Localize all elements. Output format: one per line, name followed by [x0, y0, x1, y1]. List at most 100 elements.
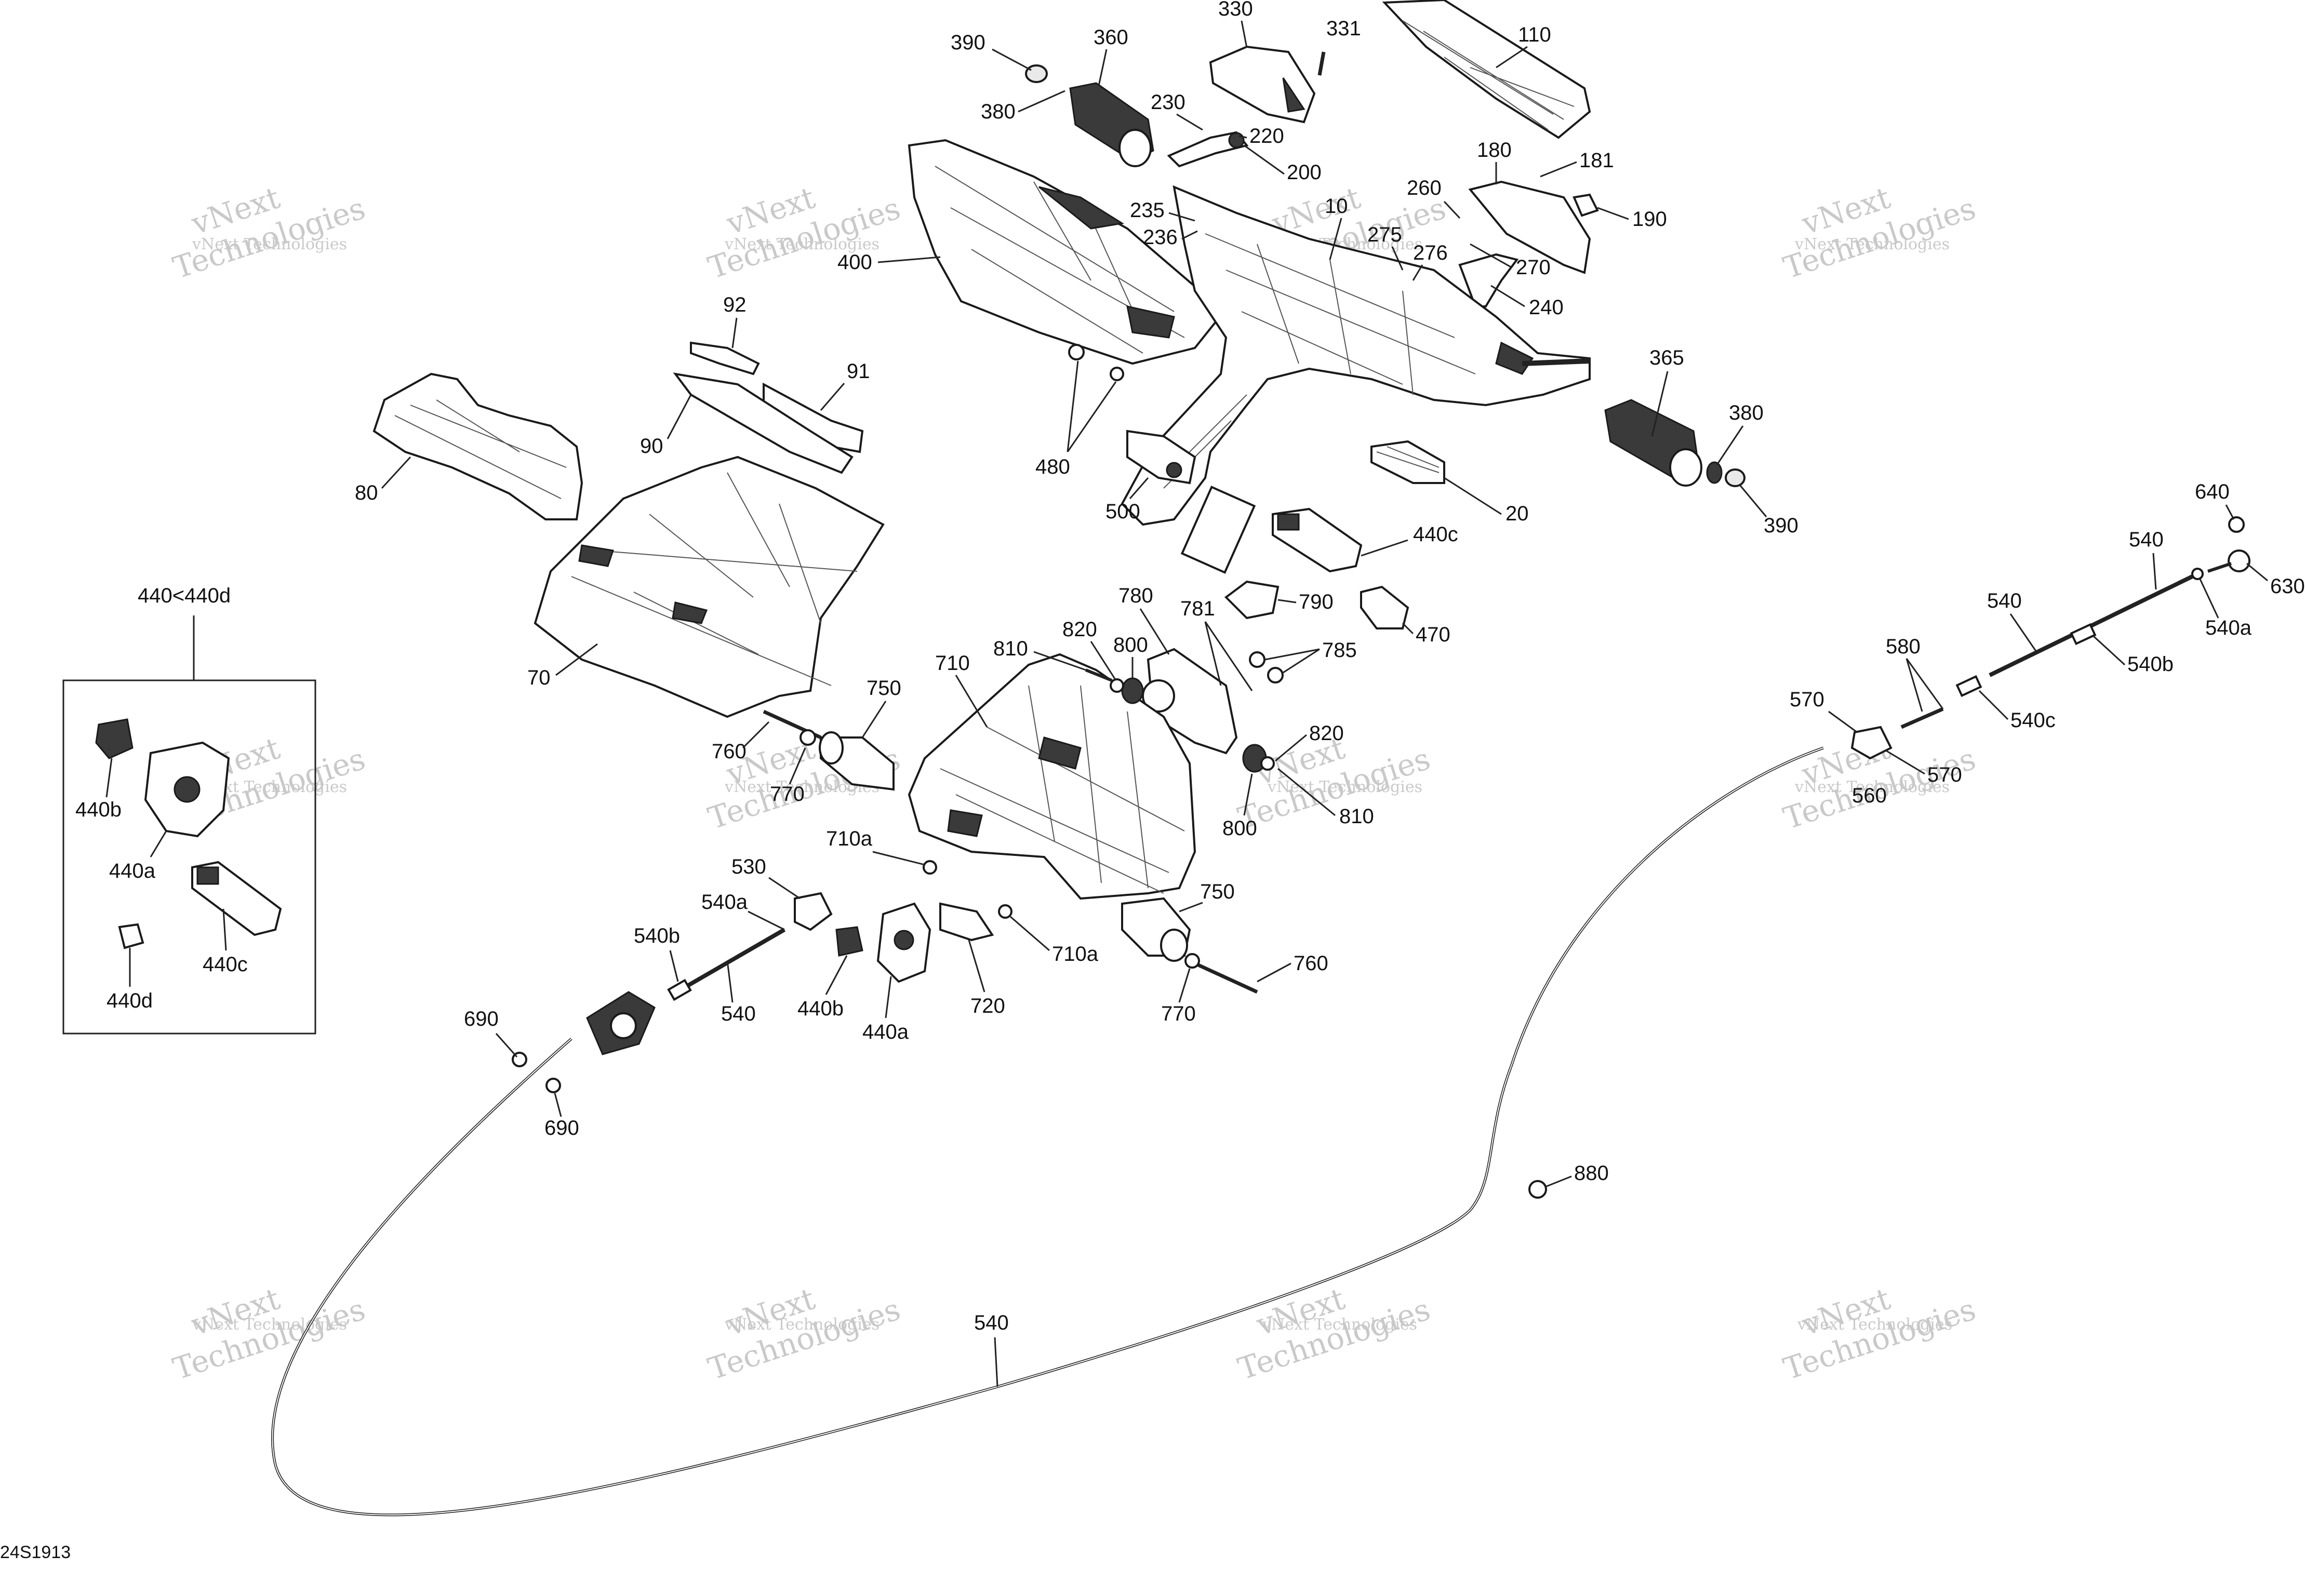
- part-label: 276: [1413, 242, 1448, 264]
- part-label: 690: [464, 1008, 499, 1030]
- part-label: 540c: [2010, 709, 2056, 732]
- part-label: 540: [2129, 528, 2164, 551]
- part-200-lever: [1167, 131, 1249, 168]
- part-label: 630: [2270, 575, 2305, 598]
- part-80-cover: [372, 372, 583, 520]
- part-750-bushing: [819, 731, 895, 791]
- watermark-small: vNext Technologies: [724, 1316, 880, 1334]
- part-label: 380: [981, 100, 1016, 123]
- part-365-grip: [1604, 399, 1702, 487]
- part-label: 180: [1477, 139, 1512, 162]
- part-label: 710a: [1052, 943, 1099, 965]
- part-label: 440a: [109, 860, 156, 882]
- part-label: 275: [1367, 223, 1402, 246]
- figure-reference-code: 24S1913: [0, 1543, 71, 1562]
- part-label: 181: [1579, 149, 1614, 172]
- part-90-bracket: [673, 372, 854, 474]
- part-630-rod-end: [2207, 549, 2250, 573]
- part-label: 570: [1790, 688, 1824, 711]
- part-label: 750: [1200, 880, 1235, 903]
- part-440c-unit: [1272, 507, 1363, 573]
- part-label: 365: [1649, 346, 1684, 369]
- part-750-bushing-right: [1121, 897, 1191, 962]
- part-label: 92: [723, 293, 747, 316]
- part-400-shroud: [908, 139, 1217, 365]
- part-label: 110: [1518, 23, 1551, 46]
- part-label: 560: [1852, 784, 1887, 807]
- part-790-cover: [1224, 580, 1280, 620]
- part-label: 820: [1309, 722, 1344, 745]
- part-label: 70: [527, 666, 551, 689]
- part-70-tray: [534, 455, 885, 718]
- part-180-cover: [1468, 180, 1591, 274]
- part-label: 190: [1632, 208, 1667, 231]
- part-785-nut: [1249, 651, 1284, 683]
- part-label: 540: [974, 1311, 1009, 1334]
- part-530-elbow: [794, 892, 833, 931]
- watermark-small: vNext Technologies: [1267, 778, 1422, 796]
- part-690-screw-lower: [545, 1078, 561, 1093]
- part-label: 710: [935, 652, 970, 675]
- part-label: 400: [837, 251, 872, 274]
- part-540a-washer-upper: [2191, 568, 2204, 580]
- part-540b-sleeve-upper: [2070, 623, 2097, 646]
- part-label: 880: [1574, 1162, 1609, 1185]
- part-label: 380: [1729, 401, 1764, 424]
- watermark-small: vNext Technologies: [1794, 235, 1950, 253]
- part-810-screw: [1085, 668, 1113, 682]
- watermark-small: vNext Technologies: [1262, 1316, 1417, 1334]
- part-label: 270: [1516, 256, 1551, 279]
- part-330-cover: [1209, 45, 1316, 124]
- part-label: 760: [712, 740, 747, 763]
- part-label: 800: [1113, 634, 1148, 656]
- part-label: 360: [1094, 26, 1128, 49]
- throttle-cable-540: [271, 746, 1824, 1517]
- part-label: 780: [1118, 584, 1153, 607]
- part-label: 440a: [862, 1021, 909, 1043]
- part-label: 440c: [1413, 523, 1458, 546]
- watermark-small: vNext Technologies: [192, 235, 347, 253]
- kit-box-440: 440<440d 440b 440a 440c 440d: [62, 584, 316, 1035]
- part-label: 390: [951, 31, 985, 54]
- part-570-fitting: [1850, 726, 1893, 760]
- part-label: 785: [1322, 639, 1357, 662]
- watermark-small: vNext Technologies: [192, 1316, 347, 1334]
- part-label: 570: [1927, 763, 1962, 786]
- part-label: 480: [1035, 455, 1070, 478]
- part-label: 235: [1130, 199, 1165, 222]
- part-440d-clip-kit: [118, 923, 144, 949]
- part-label: 750: [867, 677, 901, 700]
- watermark-small: vNext Technologies: [1794, 778, 1950, 796]
- part-820-washer: [1110, 678, 1124, 693]
- part-label: 390: [1764, 514, 1798, 537]
- part-label: 760: [1294, 952, 1328, 975]
- part-label: 440b: [75, 798, 122, 821]
- part-640-bolt: [2228, 516, 2245, 533]
- part-540-rod: [684, 928, 786, 989]
- part-label: 540: [1987, 589, 2022, 612]
- part-10-handlebar-frame: [1121, 185, 1591, 574]
- part-440a-housing-kit: [144, 741, 230, 838]
- part-label: 440d: [106, 989, 153, 1012]
- part-820-washer-right: [1260, 756, 1275, 771]
- part-label: 820: [1062, 618, 1097, 641]
- part-label: 230: [1151, 91, 1185, 114]
- part-label: 331: [1326, 17, 1361, 40]
- part-label: 540b: [2127, 653, 2174, 676]
- part-110-cushion: [1382, 0, 1591, 139]
- part-callouts: 330 331 110 390 360 380 230 220 200 180 …: [355, 0, 2305, 1387]
- part-480-fastener: [1068, 344, 1124, 381]
- part-label: 236: [1143, 226, 1178, 249]
- part-331-screw: [1317, 51, 1326, 76]
- part-380-ring: [1706, 461, 1723, 484]
- part-label: 781: [1180, 597, 1215, 620]
- part-label: 720: [970, 995, 1005, 1017]
- part-92-bracket: [690, 341, 760, 375]
- part-760-bolt-right: [1194, 961, 1258, 994]
- part-label: 710a: [826, 827, 873, 850]
- part-470-cap: [1360, 585, 1409, 629]
- part-label: 540: [721, 1002, 756, 1025]
- part-880-clamp: [1528, 1180, 1547, 1199]
- part-label: 20: [1505, 502, 1529, 525]
